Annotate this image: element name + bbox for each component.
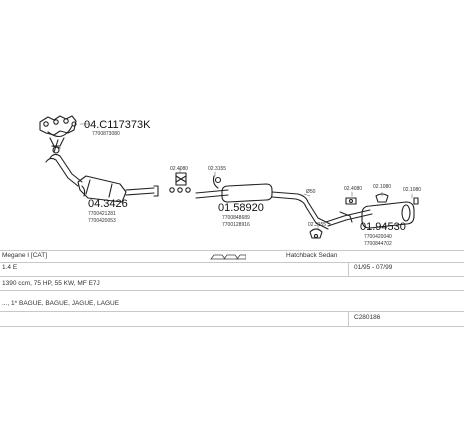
divider	[0, 276, 464, 277]
model-name: Megane I [CAT]	[2, 252, 48, 259]
mount-c-part-number: 02.1080	[373, 184, 391, 190]
mount-b-part-number: 02.4080	[344, 186, 362, 192]
catalyst-oe-number-1: 7700421281	[88, 211, 116, 217]
middle-silencer-oe-number-2: 7700128916	[222, 222, 250, 228]
body-type: Hatchback Sedan	[286, 252, 338, 259]
middle-silencer-part-number: 01.58920	[218, 202, 264, 214]
rear-silencer	[325, 201, 415, 229]
catalytic-converter	[45, 153, 159, 203]
production-years: 01/95 - 07/99	[354, 264, 393, 271]
rubber-mounts	[309, 193, 419, 239]
divider	[0, 250, 464, 251]
divider	[0, 326, 464, 327]
catalyst-oe-number-2: 7700420053	[88, 218, 116, 224]
body-icons	[210, 253, 247, 262]
mount-a-part-number: 02.3155	[308, 222, 326, 228]
rear-silencer-oe-number-1: 7700420040	[364, 234, 392, 240]
catalog-code: C280186	[354, 314, 381, 321]
pipe-diameter-label: Ø50	[306, 189, 316, 195]
column-divider	[348, 262, 349, 276]
exhaust-system-diagram: 04.C117373K 7700873080 04.3426 770042128…	[39, 115, 421, 245]
catalyst-part-number: 04.3426	[88, 198, 128, 210]
divider	[0, 290, 464, 291]
divider	[0, 262, 464, 263]
clamp-set	[169, 172, 222, 193]
clamp-a-part-number: 02.4080	[170, 166, 188, 172]
manifold-part-number: 04.C117373K	[84, 119, 151, 131]
fitting-notes: ..., 1* BAGUE, BAGUE, JAGUE, LAGUE	[2, 300, 120, 307]
engine-label: 1.4 E	[2, 264, 18, 271]
mount-d-part-number: 02.1080	[403, 187, 421, 193]
clamp-b-part-number: 02.3155	[208, 166, 226, 172]
divider	[0, 311, 464, 312]
exhaust-manifold	[39, 115, 77, 154]
engine-specs: 1390 ccm, 75 HP, 55 KW, MF E7J	[2, 280, 100, 287]
manifold-oe-number: 7700873080	[92, 131, 120, 137]
column-divider	[348, 311, 349, 326]
rear-silencer-oe-number-2: 7700844702	[364, 241, 392, 245]
middle-silencer-oe-number-1: 7700848689	[222, 215, 250, 221]
rear-silencer-part-number: 01.94530	[360, 221, 406, 233]
leader-lines	[79, 123, 413, 231]
middle-silencer	[195, 183, 331, 230]
